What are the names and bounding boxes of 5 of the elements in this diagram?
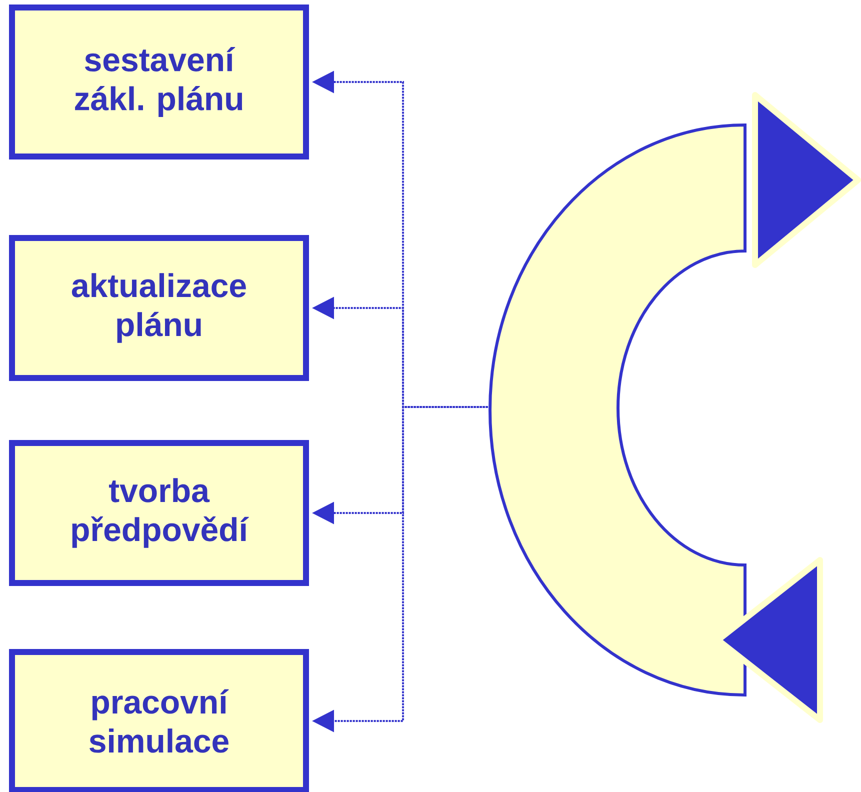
text-box: sestavení zákl. plánu	[9, 4, 309, 160]
text-box: aktualizace plánu	[9, 235, 309, 381]
curved-arrow	[488, 92, 861, 723]
text-box: pracovní simulace	[9, 649, 309, 792]
text-box: tvorba předpovědí	[9, 440, 309, 586]
